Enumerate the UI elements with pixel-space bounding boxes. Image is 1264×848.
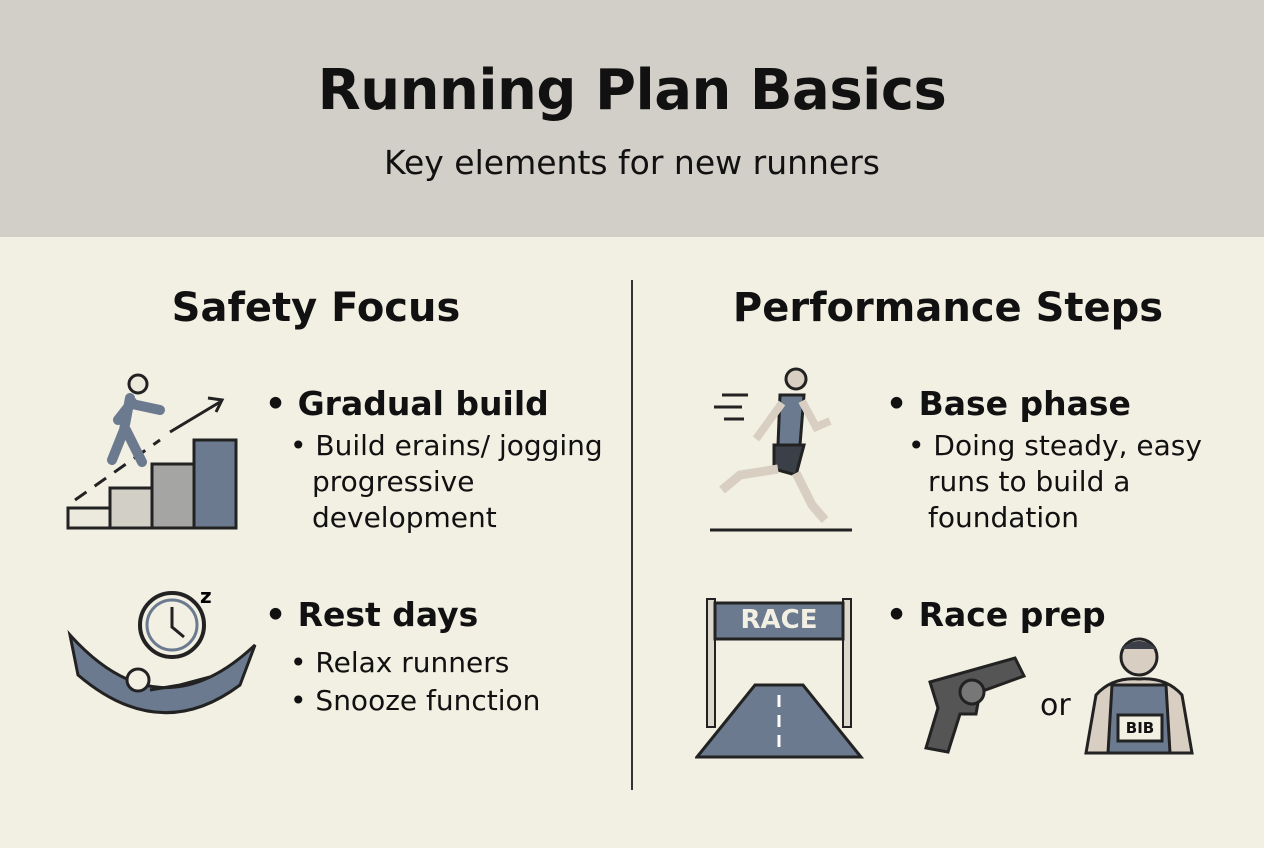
item-bullet: foundation — [928, 501, 1080, 534]
item-bullet: • Snooze function — [290, 684, 541, 717]
page-subtitle: Key elements for new runners — [383, 143, 880, 182]
hammock-clock-icon: z — [67, 585, 257, 715]
item-title-rest-days: • Rest days — [265, 595, 479, 634]
bib-label: BIB — [1125, 719, 1155, 737]
section-heading-safety: Safety Focus — [171, 285, 461, 331]
runner-icon — [710, 367, 852, 532]
runner-bib-icon — [1084, 637, 1194, 755]
item-bullet: development — [312, 501, 497, 534]
svg-text:z: z — [200, 585, 212, 608]
starter-pistol-icon — [924, 656, 1027, 754]
item-bullet: progressive — [312, 465, 475, 498]
item-bullet: runs to build a — [928, 465, 1131, 498]
section-heading-performance: Performance Steps — [732, 285, 1164, 331]
or-label: or — [1040, 688, 1071, 723]
item-title-base-phase: • Base phase — [886, 384, 1131, 423]
header: Running Plan Basics Key elements for new… — [0, 0, 1264, 237]
item-title-gradual-build: • Gradual build — [265, 384, 549, 423]
stairs-progress-icon — [66, 373, 238, 530]
item-bullet: • Doing steady, easy — [908, 429, 1202, 462]
divider — [631, 280, 633, 790]
item-bullet: • Build erains/ jogging — [290, 429, 603, 462]
item-title-race-prep: • Race prep — [886, 595, 1106, 634]
race-banner-label: RACE — [740, 605, 818, 635]
page-title: Running Plan Basics — [317, 58, 947, 123]
item-bullet: • Relax runners — [290, 646, 510, 679]
race-finish-line-icon — [695, 598, 865, 759]
